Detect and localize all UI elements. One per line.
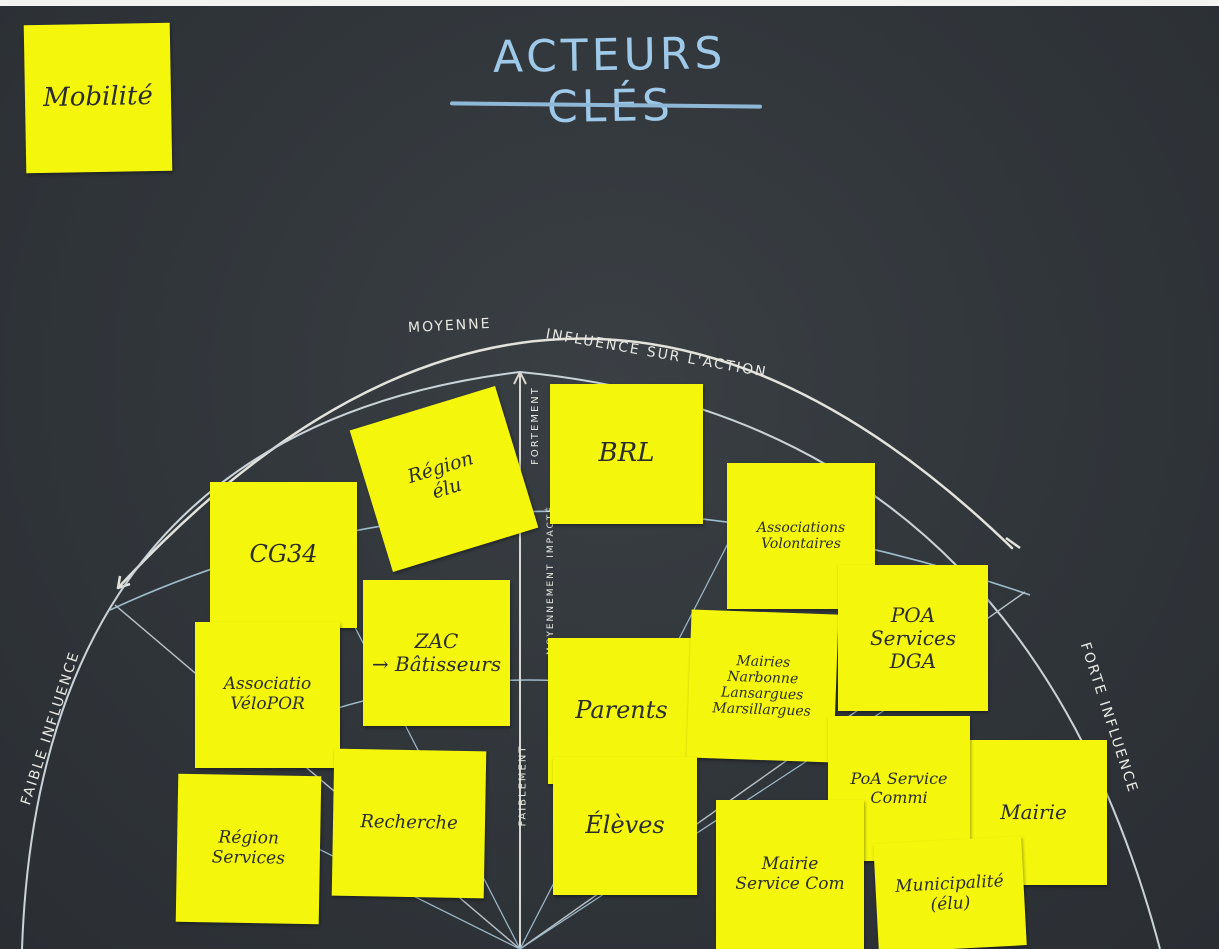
sticky-note-text: POA Services DGA [869,602,957,673]
sticky-note-text: Associations Volontaires [756,519,846,552]
sticky-note-municipalite: Municipalité (élu) [873,836,1027,949]
vertical-axis-arrowhead [513,371,527,385]
sticky-note-mobilite-text: Mobilité [42,81,154,114]
sticky-note-text: Mairie Service Com [735,853,845,894]
sticky-note-mobilite: Mobilité [23,22,173,174]
sticky-note-zac: ZAC → Bâtisseurs [363,580,510,726]
sticky-note-mairies: Mairies Narbonne Lansargues Marsillargue… [686,609,839,763]
sticky-note-brl: BRL [550,384,703,524]
sticky-note-eleves: Élèves [553,757,697,895]
sticky-note-poa-services: POA Services DGA [838,565,988,711]
sticky-note-text: Municipalité (élu) [894,871,1005,915]
sticky-note-text: Recherche [360,811,458,835]
axis-label-fortement: FORTEMENT [529,386,541,465]
board-title: ACTEURS CLÉS [492,27,727,134]
axis-label-moyennement: MOYENNEMENT IMPACTÉ [545,505,556,655]
sticky-note-text: PoA Service Commi [850,769,948,807]
sticky-note-text: Mairie [1000,800,1067,824]
sticky-note-associatio-velopor: Associatio VéloPOR [195,622,340,768]
outer-influence-arc [116,337,1014,590]
sticky-note-poa-service-commi: PoA Service Commi [828,716,970,861]
sticky-note-text: Région élu [405,447,477,504]
outer-arc-right-tick [1005,536,1021,550]
sticky-note-text: CG34 [249,540,318,569]
sticky-note-text: Région Services [211,827,286,869]
sticky-note-text: BRL [598,438,655,469]
sticky-note-recherche: Recherche [331,748,487,899]
sticky-note-mairie-service-com: Mairie Service Com [716,800,864,949]
sticky-note-text: Parents [575,696,668,725]
sticky-note-region-services: Région Services [175,773,322,925]
sticky-note-associations: Associations Volontaires [727,463,875,609]
sticky-note-text: ZAC → Bâtisseurs [371,629,502,676]
sticky-note-text: Mairies Narbonne Lansargues Marsillargue… [712,652,812,720]
sticky-note-text: Associatio VéloPOR [223,674,312,714]
sticky-note-text: Élèves [585,811,665,840]
sticky-note-cg34: CG34 [210,482,357,628]
board-frame-edge [0,0,1219,6]
axis-label-faiblement: FAIBLEMENT [517,744,529,827]
